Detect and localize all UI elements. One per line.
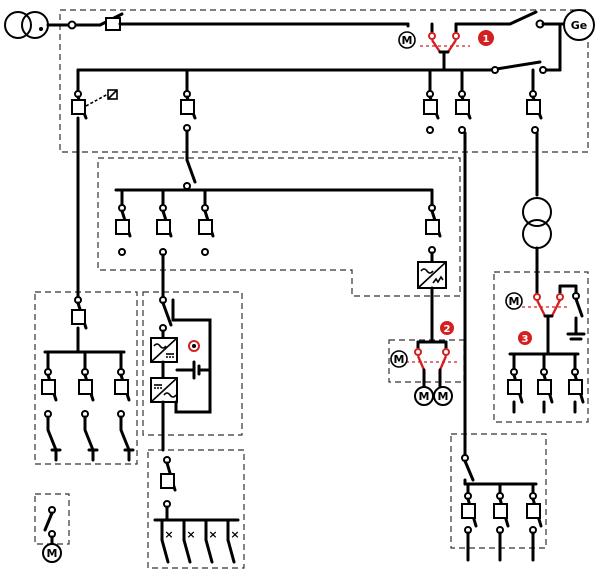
main-switchboard-box: [59, 9, 589, 153]
dashed-enclosures: [34, 9, 589, 569]
left-feeder-1: [41, 350, 62, 462]
outlet-2: ×: [182, 518, 196, 564]
outlet-3: ×: [204, 518, 218, 564]
sub-feeder-4: [417, 188, 447, 344]
motor-operator-label-3: M: [509, 295, 520, 308]
left-panel: [41, 296, 135, 462]
svg-text:×: ×: [164, 528, 173, 541]
tx-feeder-3: [568, 352, 585, 414]
motor-branch: M: [42, 506, 62, 563]
motor-label-b: M: [438, 390, 449, 403]
tx-feeder-2: [537, 352, 554, 414]
callout-2-label: 2: [444, 324, 451, 335]
converter-panel-box: [142, 291, 243, 436]
callout-2-badge: [440, 321, 454, 335]
feeder-2: [180, 68, 197, 162]
sub-feeder-2: [156, 188, 173, 302]
transformer-panel-box: [493, 271, 589, 423]
left-feeder-2: [78, 350, 99, 462]
motor-icon-left: [42, 543, 62, 563]
motor-operator-icon-3: [505, 292, 523, 310]
bottom-center-panel: × × × ×: [153, 456, 240, 564]
main-feeders: [71, 68, 543, 458]
feeder-4: [455, 68, 472, 458]
tx-feeder-1: [507, 352, 524, 414]
generator-label: Ge: [571, 19, 588, 32]
feeder-5: [526, 68, 543, 197]
sub-distribution-box: [97, 157, 461, 297]
motor-operator-icon-2: [390, 350, 408, 368]
feeder-1: [71, 68, 118, 130]
svg-text:×: ×: [186, 528, 195, 541]
callout-3-label: 3: [522, 334, 529, 345]
incomer-fuse: [105, 17, 121, 31]
br-feeder-2: [493, 482, 510, 562]
transformer-icon: [522, 197, 552, 227]
svg-text:×: ×: [208, 528, 217, 541]
bottom-right-panel-box: [450, 433, 547, 549]
callout-1-badge: [478, 30, 494, 46]
sub-distribution: [114, 158, 447, 344]
callout-3-badge: [518, 331, 532, 345]
bottom-center-panel-box: [147, 449, 245, 569]
left-feeder-3: [114, 350, 135, 462]
callout-1-label: 1: [483, 34, 490, 45]
transformer-panel: M 3: [505, 197, 586, 414]
br-feeder-1: [461, 482, 478, 562]
motor-operator-label-1: M: [402, 34, 413, 47]
sub-feeder-1: [115, 188, 132, 256]
motor-icon-b: [433, 386, 453, 406]
svg-text:×: ×: [230, 528, 239, 541]
motor-operator-icon-1: [398, 31, 416, 49]
feeder-3: [423, 68, 440, 134]
outlet-4: ×: [226, 518, 240, 564]
br-feeder-3: [526, 482, 543, 562]
converter-panel: [150, 296, 212, 452]
sub-feeder-3: [198, 188, 215, 256]
bypass-switch-icon: [188, 340, 200, 352]
motor-label-a: M: [419, 390, 430, 403]
incomer-row: Ge M 1: [4, 9, 595, 72]
motor-changeover: M 2 M M: [390, 321, 458, 406]
outlet-1: ×: [160, 518, 174, 564]
motor-label-left: M: [47, 547, 58, 560]
bottom-right-panel: [461, 454, 543, 562]
grid-source-icon: [4, 11, 32, 39]
generator-icon: [563, 9, 595, 41]
left-panel-box: [34, 291, 138, 465]
main-busbar: [76, 22, 562, 74]
motor-operator-label-2: M: [394, 353, 405, 366]
